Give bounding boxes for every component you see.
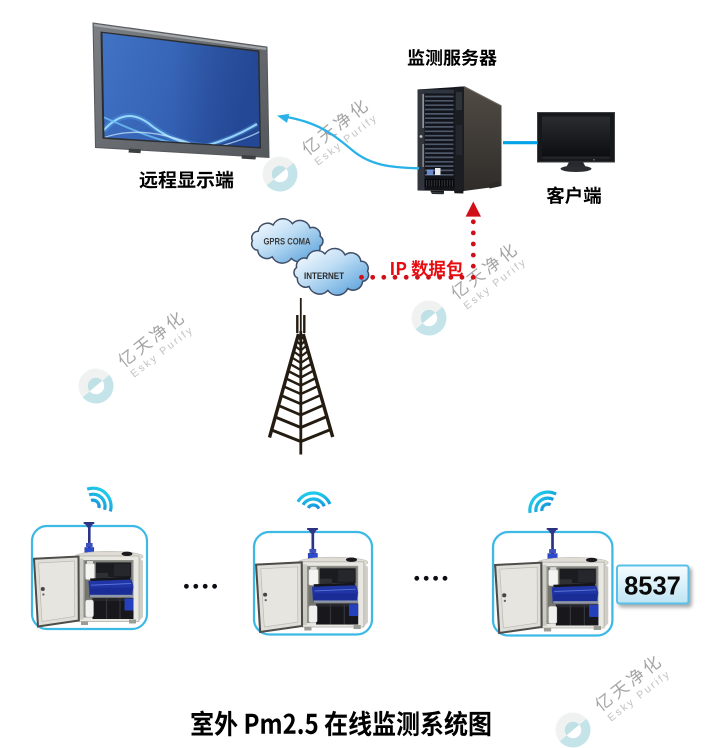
svg-text:8537: 8537 xyxy=(624,573,681,601)
svg-text:INTERNET: INTERNET xyxy=(304,271,344,282)
svg-text:GPRS COMA: GPRS COMA xyxy=(264,237,311,247)
